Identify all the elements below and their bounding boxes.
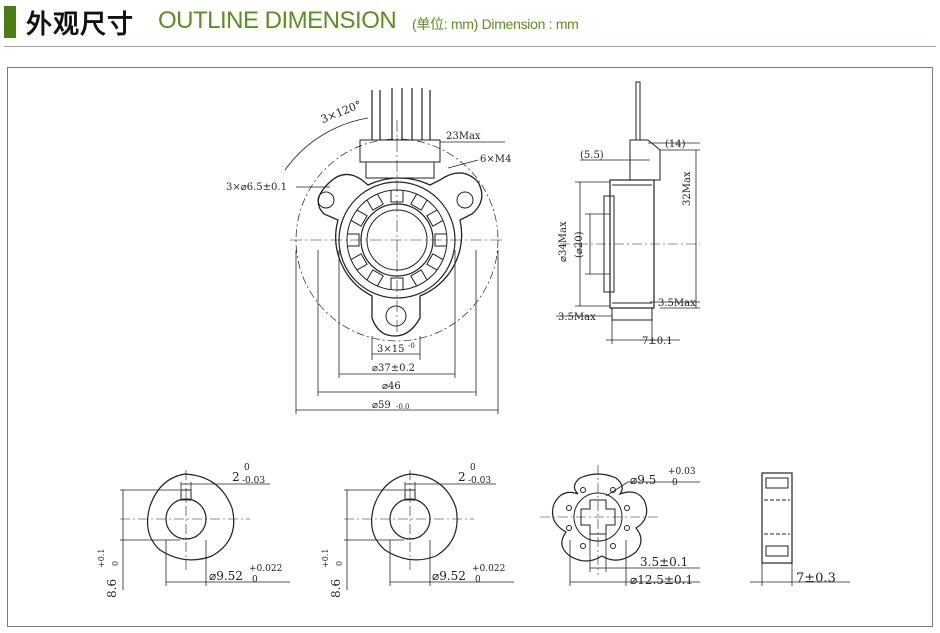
rotor-c-bore-tol-dn: 0 <box>672 478 678 488</box>
title-chinese: 外观尺寸 <box>26 10 135 40</box>
header-divider <box>4 46 936 47</box>
drawing-frame <box>7 67 933 627</box>
side-32-label: 32Max <box>682 171 693 206</box>
rotor-b-key: 2 <box>458 470 466 484</box>
rotor-b-bore-tol-dn: 0 <box>475 575 481 585</box>
side-20-label: (⌀20) <box>574 231 585 258</box>
screw-leader <box>447 159 479 169</box>
side-dims <box>556 142 700 344</box>
width-max-label: 23Max <box>446 131 481 142</box>
rotor-a-key-tol-up: 0 <box>244 463 250 473</box>
side-14-label: (14) <box>665 139 686 150</box>
stator-ring <box>346 189 448 291</box>
rotor-b-key-tol-up: 0 <box>470 463 476 473</box>
rotor-b-h-tol-up: +0.1 <box>321 549 330 568</box>
title-english: OUTLINE DIMENSION <box>158 7 397 34</box>
rotor-b-key-tol-dn: -0.03 <box>468 476 491 486</box>
side-55-label: (5.5) <box>580 150 604 161</box>
front-connector-base <box>365 161 435 179</box>
side-34-label: ⌀34Max <box>558 221 569 262</box>
d-outer-tol: -0.0 <box>396 403 410 411</box>
d-outer-label: ⌀59 <box>372 400 391 411</box>
side-thick-label: 7±0.1 <box>642 336 673 347</box>
rotor-a-h-tol-up: +0.1 <box>97 549 106 568</box>
rotor-a-bore-tol-up: +0.022 <box>249 564 282 574</box>
rotor-b-bore: ⌀9.52 <box>432 569 466 583</box>
side-wire <box>635 81 641 141</box>
rotor-a-height: 8.6 <box>105 579 119 598</box>
stator-outer <box>338 181 456 299</box>
rotor-b-height: 8.6 <box>329 579 343 598</box>
rotor-view-c: ⌀9.5 +0.03 0 3.5±0.1 ⌀12.5±0.1 <box>540 465 700 587</box>
side-view: (14) (5.5) 32Max ⌀34Max (⌀20) 3.5Max 3.5… <box>556 81 700 347</box>
rotor-c-bore-tol-up: +0.03 <box>668 467 696 477</box>
rotor-b-h-tol-dn: 0 <box>335 561 344 566</box>
side-35-left-label: 3.5Max <box>558 312 596 323</box>
angle-label: 3×120° <box>319 98 363 126</box>
unit-note: (单位: mm) Dimension : mm <box>412 16 579 32</box>
rotor-a-key-tol-dn: -0.03 <box>242 476 265 486</box>
header: 外观尺寸 OUTLINE DIMENSION (单位: mm) Dimensio… <box>0 0 940 47</box>
d-mid-label: ⌀46 <box>382 381 401 392</box>
rotor-c-width: 3.5±0.1 <box>640 555 688 569</box>
rotor-outline <box>366 209 428 271</box>
rotor-c-outer: ⌀12.5±0.1 <box>630 573 693 587</box>
stator-bore <box>360 203 434 277</box>
holes-label: 3×⌀6.5±0.1 <box>226 182 287 193</box>
rotor-a-h-tol-dn: 0 <box>111 561 120 566</box>
rotor-side-thick: 7±0.3 <box>796 571 836 586</box>
screws-label: 6×M4 <box>480 154 511 165</box>
front-wires <box>371 88 431 140</box>
rotor-side-view: 7±0.3 <box>750 472 850 586</box>
angle-arc <box>284 117 369 171</box>
rotor-a-key: 2 <box>232 470 240 484</box>
slot-tol: -0 <box>408 342 415 350</box>
side-rotor-ext <box>611 307 653 321</box>
stator-teeth <box>347 190 447 290</box>
ear-hole-right <box>456 191 474 209</box>
side-connector <box>629 139 661 181</box>
ear-hole-left <box>317 191 335 209</box>
rotor-a-bore-tol-dn: 0 <box>252 575 258 585</box>
front-body-outline <box>317 172 483 337</box>
ear-hole-bottom <box>385 305 407 327</box>
front-dims <box>295 250 499 414</box>
d-inner-label: ⌀37±0.2 <box>372 363 415 374</box>
slot-label: 3×15 <box>377 344 404 355</box>
header-accent-bar <box>4 6 16 38</box>
rotor-a-bore: ⌀9.52 <box>209 569 243 583</box>
rotor-c-bore: ⌀9.5 <box>630 473 656 487</box>
rotor-view-a: 2 0 -0.03 8.6 +0.1 0 ⌀9.52 +0.022 0 <box>97 463 290 598</box>
rotor-view-b: 2 0 -0.03 8.6 +0.1 0 ⌀9.52 +0.022 0 <box>321 463 514 598</box>
front-view: 3×120° 23Max 6×M4 3×⌀6.5±0.1 3×15 -0 ⌀37… <box>226 88 511 414</box>
side-35-right-label: 3.5Max <box>658 298 696 309</box>
front-connector <box>359 139 441 163</box>
rotor-b-bore-tol-up: +0.022 <box>472 564 505 574</box>
